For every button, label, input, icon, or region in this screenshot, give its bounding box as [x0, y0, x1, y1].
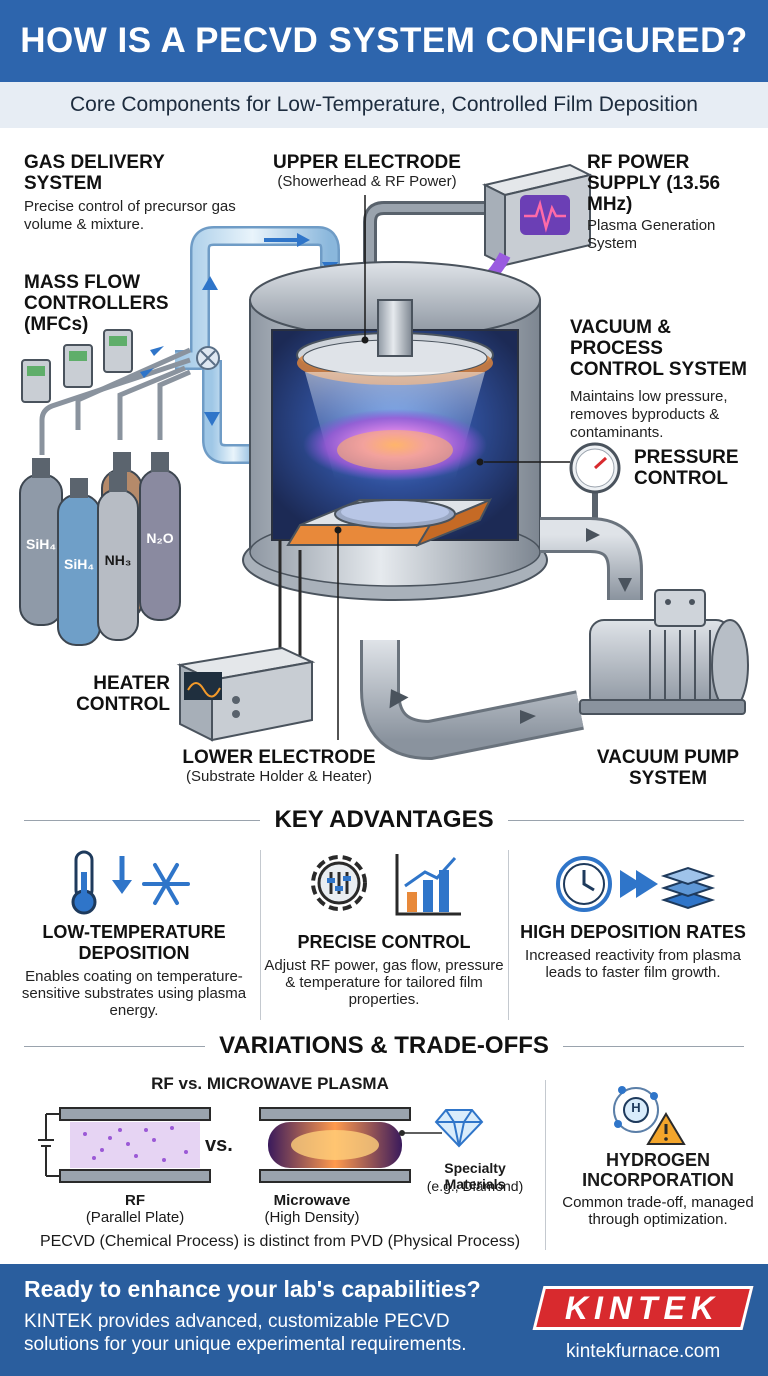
vacuum-pump: [579, 589, 749, 715]
vs-text: vs.: [205, 1134, 233, 1156]
mfc-units: [21, 329, 133, 403]
page-title: HOW IS A PECVD SYSTEM CONFIGURED?: [20, 21, 748, 60]
rf-power-box: [482, 163, 593, 267]
cylinder-label: NH₃: [104, 552, 132, 568]
specialty-materials-sub: (e.g., Diamond): [426, 1178, 524, 1194]
pecvd-vs-pvd-note: PECVD (Chemical Process) is distinct fro…: [39, 1233, 521, 1250]
rf-vs-microwave-title: RF vs. MICROWAVE PLASMA: [151, 1074, 389, 1093]
hydrogen-warning-icon: [613, 1086, 686, 1145]
footer-url-link[interactable]: kintekfurnace.com: [566, 1341, 721, 1362]
pressure-gauge: [569, 442, 621, 520]
cylinder-label: SiH₄: [63, 556, 94, 572]
vacuum-pump-label: VACUUM PUMP SYSTEM: [596, 747, 740, 789]
advantage-card: LOW-TEMPERATURE DEPOSITION Enables coati…: [21, 922, 247, 1019]
variations-heading: VARIATIONS & TRADE-OFFS: [24, 1032, 745, 1060]
footer-headline: Ready to enhance your lab's capabilities…: [24, 1276, 481, 1302]
key-advantages-heading: KEY ADVANTAGES: [24, 806, 745, 834]
subtitle-bar: Core Components for Low-Temperature, Con…: [0, 82, 768, 128]
page-header: HOW IS A PECVD SYSTEM CONFIGURED?: [0, 0, 768, 82]
hydrogen-symbol: H: [631, 1100, 641, 1115]
pressure-control-label: PRESSURE CONTROL: [634, 447, 739, 489]
kintek-logo: KINTEK: [532, 1286, 754, 1330]
heater-control-box: [176, 540, 316, 742]
divider: [508, 850, 509, 1020]
cylinder-label: SiH₄: [25, 536, 56, 552]
page-subtitle: Core Components for Low-Temperature, Con…: [70, 93, 698, 116]
gear-chart-icon: [311, 854, 461, 916]
divider: [260, 850, 261, 1020]
plasma-comparison-illustration: [38, 1107, 484, 1183]
rf-power-label: RF POWER SUPPLY (13.56 MHz) Plasma Gener…: [587, 152, 721, 252]
process-chamber: [242, 261, 548, 601]
clock-layers-icon: [556, 856, 716, 912]
thermometer-snowflake-icon: [71, 850, 190, 915]
upper-electrode-label: UPPER ELECTRODE (Showerhead & RF Power): [273, 152, 461, 190]
footer-text: KINTEK provides advanced, customizable P…: [24, 1311, 467, 1355]
cylinder-label: N₂O: [146, 530, 174, 546]
rf-caption: RF (Parallel Plate): [85, 1192, 185, 1226]
advantage-card: PRECISE CONTROL Adjust RF power, gas flo…: [264, 932, 504, 1008]
pecvd-system-diagram: [19, 163, 749, 761]
divider: [545, 1080, 546, 1250]
gas-cylinders: [19, 452, 181, 646]
mfc-label: MASS FLOW CONTROLLERS (MFCs): [24, 272, 169, 335]
microwave-caption: Microwave (High Density): [264, 1192, 360, 1226]
gas-delivery-label: GAS DELIVERY SYSTEM Precise control of p…: [24, 152, 236, 233]
lower-electrode-label: LOWER ELECTRODE (Substrate Holder & Heat…: [182, 747, 376, 785]
vacuum-control-label: VACUUM & PROCESS CONTROL SYSTEM Maintain…: [570, 317, 747, 441]
advantage-card: HIGH DEPOSITION RATES Increased reactivi…: [520, 922, 746, 981]
footer-cta: Ready to enhance your lab's capabilities…: [0, 1264, 768, 1376]
specialty-materials-title: Specialty Materials: [444, 1160, 506, 1192]
hydrogen-card: HYDROGEN INCORPORATION Common trade-off,…: [562, 1150, 754, 1228]
heater-control-label: HEATER CONTROL: [76, 673, 170, 715]
